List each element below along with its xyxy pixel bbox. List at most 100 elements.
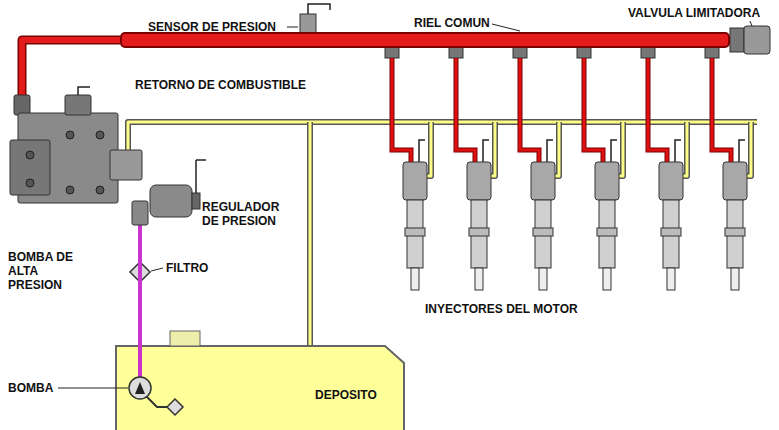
filler-neck — [170, 331, 200, 346]
sensor-label: SENSOR DE PRESION — [148, 20, 276, 34]
pump-symbol — [129, 377, 151, 399]
return-pipe-casing — [491, 122, 495, 176]
injector-head — [531, 162, 555, 200]
regulator-label: REGULADOR DE PRESION — [202, 200, 297, 228]
feed-line — [138, 225, 142, 345]
filter-symbol — [167, 399, 183, 415]
leader-line — [287, 27, 298, 28]
return-line — [128, 122, 757, 345]
node-label: DEPOSITO — [315, 388, 377, 402]
return-pipe — [619, 122, 623, 176]
pump-triangle — [135, 382, 145, 394]
pump-label: BOMBA — [8, 381, 53, 395]
pump-solenoid — [65, 95, 91, 115]
injector-pipe-casing — [648, 58, 667, 162]
injectors-label: INYECTORES DEL MOTOR — [425, 302, 578, 316]
injector-nut — [405, 228, 425, 236]
regulator-wire — [196, 159, 206, 161]
injector-pipe — [520, 58, 539, 162]
return-pipe-casing — [128, 122, 757, 150]
injector-pipe-casing — [520, 58, 539, 162]
injector-group — [385, 47, 747, 290]
injector-wire — [675, 140, 681, 162]
high-pressure-line — [22, 40, 120, 95]
return-pipe — [747, 122, 751, 176]
return-pipe-casing — [747, 122, 751, 176]
solenoid-wire — [78, 87, 90, 95]
return-pipe-casing — [619, 122, 623, 176]
rail-outlet — [705, 47, 719, 58]
valve-nut — [730, 28, 744, 52]
pipe-group — [140, 225, 141, 345]
pump-outlet-fitting — [132, 201, 148, 225]
injector-wire — [419, 140, 425, 162]
pump-bolt — [66, 186, 74, 194]
regulator-wire — [195, 160, 197, 193]
tank-outline — [116, 346, 404, 430]
injector-nozzle — [475, 268, 483, 290]
return-pipe-casing — [683, 122, 687, 176]
injector-wire — [611, 140, 617, 162]
injector-pipe-casing — [584, 58, 603, 162]
return-pipe — [491, 122, 495, 176]
injector-pipe — [648, 58, 667, 162]
injector-nozzle — [539, 268, 547, 290]
node-label: RIEL COMUN — [414, 16, 490, 30]
injector-nut — [725, 228, 745, 236]
leader-line — [151, 268, 163, 271]
pump-outlet-block — [110, 150, 142, 180]
injector-pipe-casing — [392, 58, 411, 162]
pipe-group — [22, 40, 120, 95]
injector-nozzle — [411, 268, 419, 290]
valve-label: VALVULA LIMITADORA — [628, 6, 760, 20]
return-pipe — [309, 122, 312, 345]
return-pipe-casing — [427, 122, 431, 176]
injector-head — [467, 162, 491, 200]
injector-wire — [483, 140, 489, 162]
tank-drawing — [115, 345, 405, 430]
high-pressure-pump: BOMBA DE ALTA PRESION — [10, 95, 160, 225]
fuel-tank: DEPOSITO — [115, 345, 405, 430]
rail-outlet — [385, 47, 399, 58]
pump-bolt — [66, 131, 74, 139]
rail-outlet — [513, 47, 527, 58]
pressure-sensor — [300, 14, 316, 33]
rail-outlet — [641, 47, 655, 58]
limiting-valve — [744, 26, 770, 54]
pump-bolt — [26, 151, 34, 159]
regulator-connector — [192, 193, 200, 209]
sensor-wire — [308, 4, 330, 14]
leader-line — [750, 21, 752, 26]
return-pipe — [683, 122, 687, 176]
pump-drawing — [10, 95, 160, 225]
suction-pipe — [145, 395, 167, 407]
injector-pipe — [392, 58, 411, 162]
return-pipe-casing — [555, 122, 559, 176]
injector-nozzle — [731, 268, 739, 290]
return-pipe — [555, 122, 559, 176]
injector-pipe — [712, 58, 731, 162]
injector-nut — [597, 228, 617, 236]
injector-nut — [661, 228, 681, 236]
return-label: RETORNO DE COMBUSTIBLE — [135, 78, 306, 92]
node-label: BOMBA DE ALTA PRESION — [8, 250, 93, 292]
rail-outlet — [577, 47, 591, 58]
injector-pipe — [456, 58, 475, 162]
return-pipe — [128, 122, 757, 150]
injector-nut — [533, 228, 553, 236]
common-rail: RIEL COMUN — [120, 32, 730, 48]
injector-wire — [547, 140, 553, 162]
return-pipe — [427, 122, 431, 176]
rail-outlet — [449, 47, 463, 58]
leader-line — [58, 388, 128, 389]
pipe-casing — [22, 40, 120, 95]
pump-bolt — [96, 131, 104, 139]
pump-bolt — [26, 179, 34, 187]
injector-head — [659, 162, 683, 200]
filter-label: FILTRO — [166, 261, 208, 275]
pump-bolt — [96, 186, 104, 194]
injector-head — [723, 162, 747, 200]
injector-nut — [469, 228, 489, 236]
pump-inlet-fitting — [14, 95, 30, 115]
